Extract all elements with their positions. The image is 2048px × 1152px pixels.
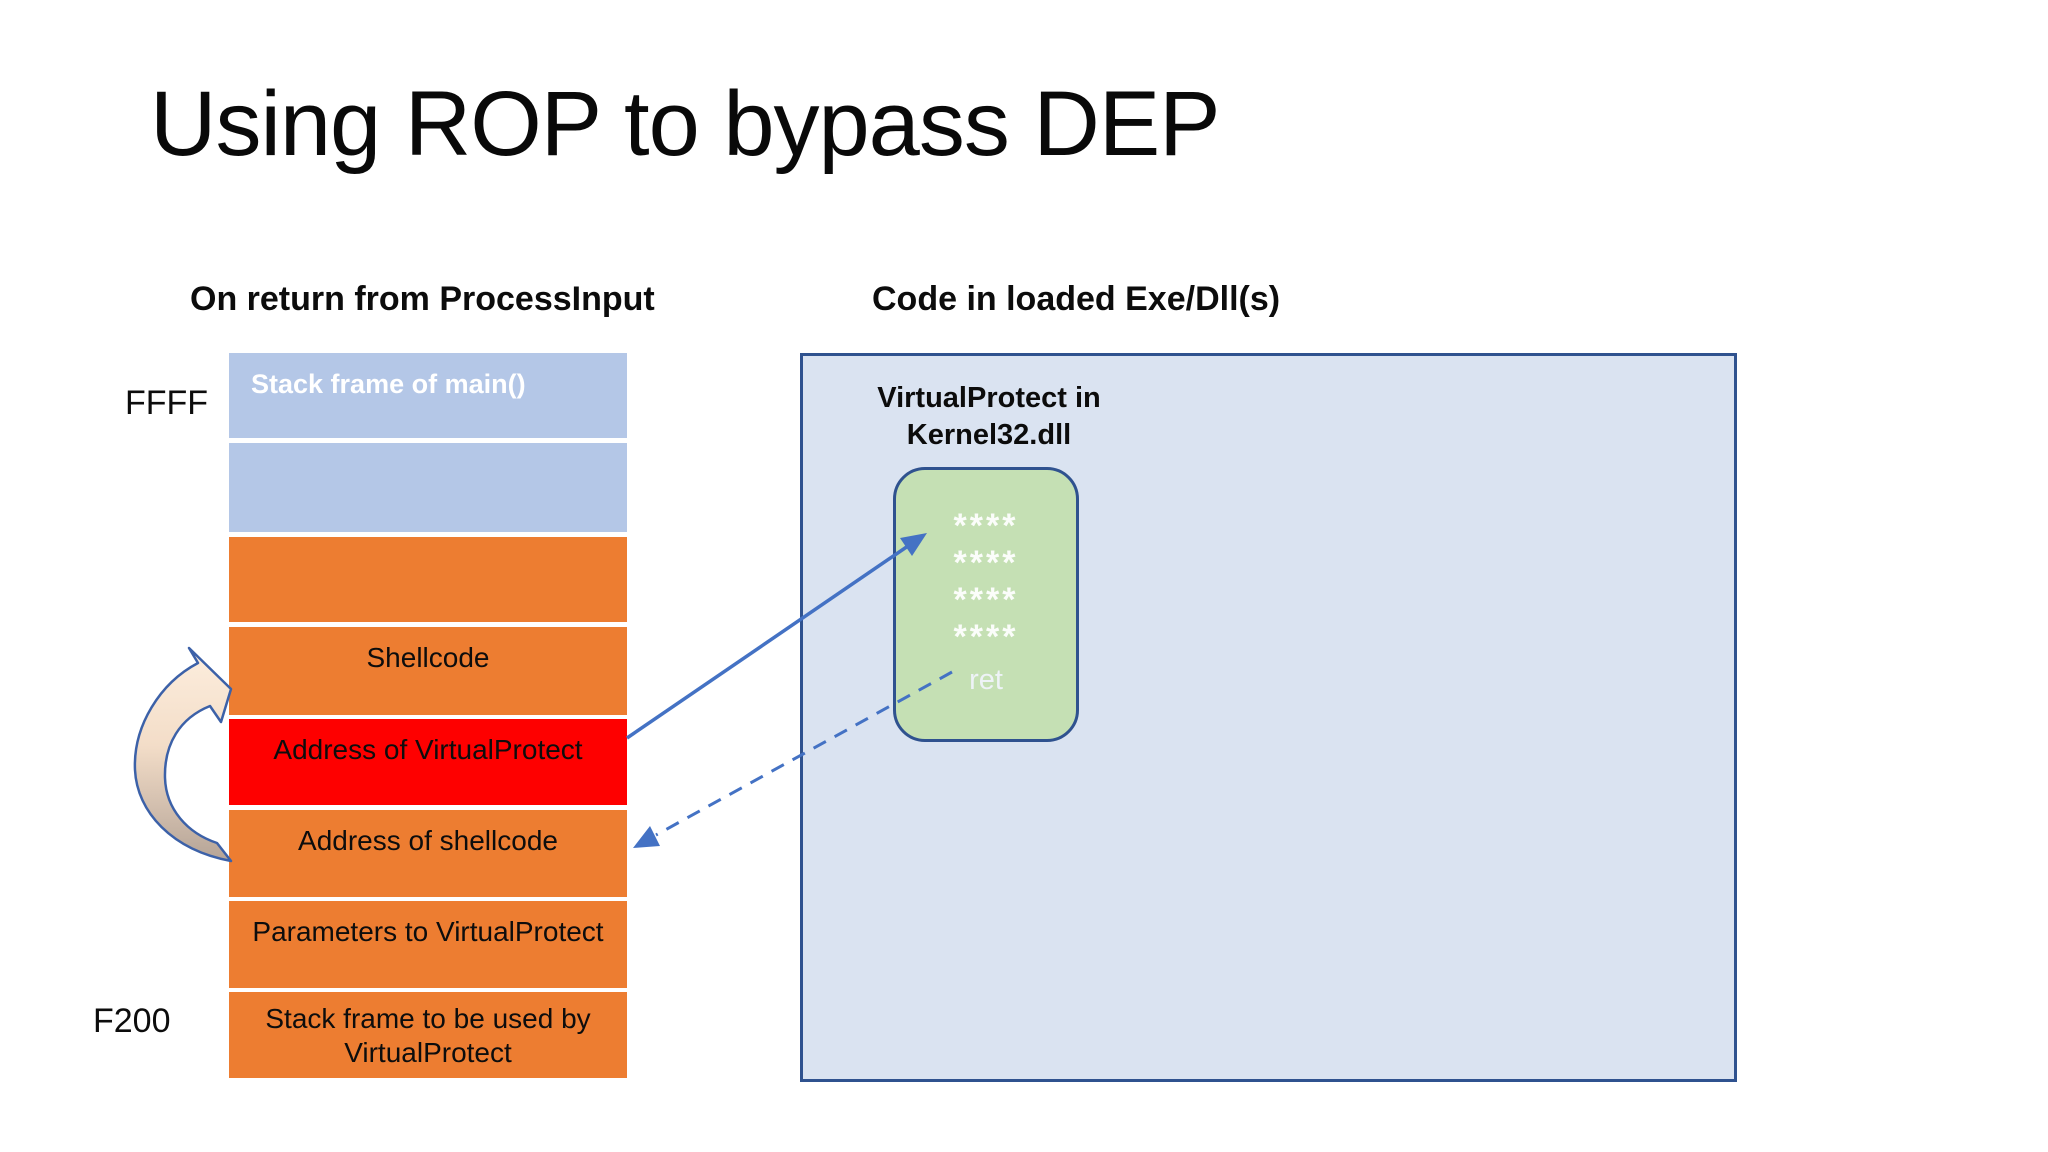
stack-box-stack-frame-of-main: Stack frame of main() — [229, 353, 627, 438]
stack-box-empty-orange — [229, 537, 627, 622]
gadget-ret-label: ret — [969, 664, 1003, 696]
loop-arrow — [133, 646, 233, 863]
virtualprotect-gadget-box: **** **** **** **** ret — [893, 467, 1079, 742]
virtualprotect-label-line1: VirtualProtect in — [877, 382, 1101, 414]
gadget-instructions-row: **** — [953, 581, 1019, 619]
code-panel: VirtualProtect in Kernel32.dll **** ****… — [800, 353, 1737, 1082]
stack-box-stack-frame-for-virtualprotect: Stack frame to be used by VirtualProtect — [229, 992, 627, 1078]
stack-box-parameters-to-virtualprotect: Parameters to VirtualProtect — [229, 901, 627, 988]
gadget-instructions-row: **** — [953, 507, 1019, 545]
right-column-header: Code in loaded Exe/Dll(s) — [872, 280, 1281, 318]
stack-box-address-of-shellcode: Address of shellcode — [229, 810, 627, 897]
virtualprotect-label-line2: Kernel32.dll — [906, 419, 1072, 451]
gadget-instructions-row: **** — [953, 544, 1019, 582]
slide-title: Using ROP to bypass DEP — [150, 73, 1221, 175]
gadget-instructions-row: **** — [953, 618, 1019, 656]
stack-box-empty-blue — [229, 443, 627, 532]
stack-box-address-of-virtualprotect: Address of VirtualProtect — [229, 719, 627, 805]
left-column-header: On return from ProcessInput — [190, 280, 655, 318]
stack-address-bottom-label: F200 — [93, 1002, 171, 1040]
virtualprotect-kernel32-label: VirtualProtect in Kernel32.dll — [819, 380, 1159, 454]
stack-diagram: Stack frame of main() Shellcode Address … — [229, 353, 627, 1078]
stack-address-top-label: FFFF — [125, 384, 209, 422]
stack-box-shellcode: Shellcode — [229, 627, 627, 715]
